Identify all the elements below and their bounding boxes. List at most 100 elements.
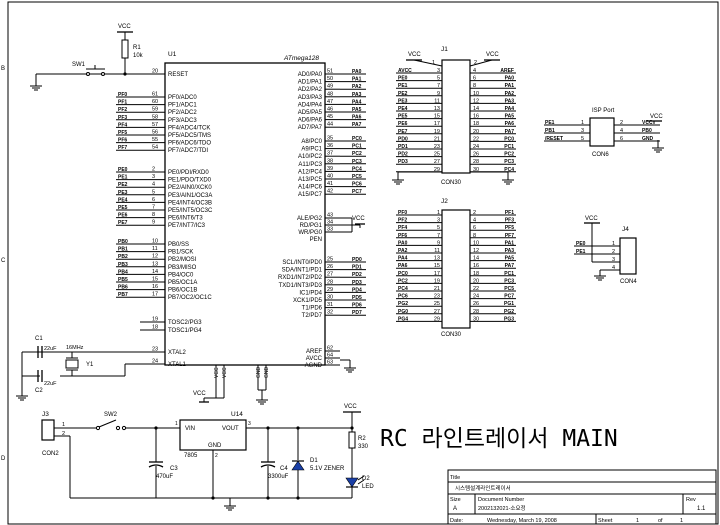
c4-value: 3300uF <box>268 474 289 480</box>
connector-right-pin-number: 24 <box>473 294 479 300</box>
u1-right-pin-number: 36 <box>327 143 333 149</box>
u1-left-net-label: PB3 <box>118 262 128 268</box>
sw1-contact-b <box>101 72 105 76</box>
u1-left-pin-name: RESET <box>168 72 188 78</box>
connector-right-pin-number: 28 <box>473 159 479 165</box>
j2-ref: J2 <box>441 198 448 205</box>
connector-left-pin-number: 5 <box>437 225 440 231</box>
u1-right-pin-name: AD2/PA2 <box>298 87 323 93</box>
u1-left-net-label: PF2 <box>118 107 127 113</box>
connector-right-pin-number: 18 <box>473 271 479 277</box>
u1-right-net-label: PD7 <box>352 310 362 316</box>
d1-zener-icon <box>291 460 305 471</box>
row-marker-c: C <box>1 258 6 264</box>
power-supply: J3 CON2 1 2 SW2 C3 470uF U14 VIN VOUT GN… <box>41 404 374 511</box>
connector-left-net: PE2 <box>398 91 408 97</box>
u1-body <box>164 62 326 366</box>
u1-right-pin-name: AREF <box>306 349 322 355</box>
connector-left-pin-number: 11 <box>434 248 440 254</box>
connector-left-pin-number: 15 <box>434 114 440 120</box>
connector-left-net: PD1 <box>398 144 408 150</box>
u1-left-pin-name: PB3/MISO <box>168 265 197 271</box>
connector-left-net: PC6 <box>398 294 408 300</box>
u1-right-pin-number: 29 <box>327 287 333 293</box>
u1-left-pin-name: PE0/PDI/RXD0 <box>168 170 209 176</box>
d1-ref: D1 <box>310 458 318 464</box>
d2-ray-2 <box>357 479 365 485</box>
isp-name: CON6 <box>592 152 609 158</box>
isp-right-net: PB0 <box>642 128 652 134</box>
u14-pin3: 3 <box>248 421 251 427</box>
u1-left-pins: 20RESET61PF0/ADC0PF060PF1/ADC1PF159PF2/A… <box>116 69 213 368</box>
reset-circuit: VCC R1 10k SW1 <box>30 24 165 91</box>
u1-left-pin-number: 57 <box>152 122 158 128</box>
u1-right-pin-number: 43 <box>327 213 333 219</box>
u1-left-pin-number: 55 <box>152 137 158 143</box>
d2-ref: D2 <box>362 476 370 482</box>
connector-left-pin-number: 23 <box>434 294 440 300</box>
connector-right-pin-number: 8 <box>473 233 476 239</box>
d2-led-icon <box>345 477 359 488</box>
u1-bottom-gnd-b: GND <box>264 367 270 379</box>
connector-left-net: PE1 <box>398 83 408 89</box>
connector-right-pin-number: 12 <box>473 248 479 254</box>
reset-junction <box>123 72 127 76</box>
u1-left-pin-name: PF3/ADC3 <box>168 118 197 124</box>
isp-right-pin-number: 2 <box>620 120 623 126</box>
connector-right-net: PG3 <box>504 316 514 322</box>
connector-left-net: PE3 <box>398 98 408 104</box>
u1-right-net-label: PA2 <box>352 84 362 90</box>
tb-docnum-label: Document Number <box>478 497 524 503</box>
connector-right-net: PA6 <box>505 121 515 127</box>
connector-right-net: PA0 <box>505 76 515 82</box>
j4-body <box>619 237 637 275</box>
u1-right-net-label: PA6 <box>352 115 362 121</box>
j1-pin1: 1 <box>432 60 435 66</box>
c1-ref: C1 <box>35 336 43 342</box>
u1-right-pin-name: SDA/INT1/PD1 <box>282 268 323 274</box>
connector-left-net: PE7 <box>398 129 408 135</box>
u1-part-name: ATmega128 <box>283 55 319 62</box>
connector-right-pin-number: 22 <box>473 136 479 142</box>
connector-left-net: PA4 <box>398 256 408 262</box>
connector-right-net: PC1 <box>504 271 514 277</box>
u1-right-pin-name: A13/PC5 <box>298 177 323 183</box>
j3-name: CON2 <box>42 451 59 457</box>
u1-left-pin-name: XTAL1 <box>168 362 187 368</box>
connector-left-pin-number: 3 <box>437 218 440 224</box>
u1-right-pin-name: A10/PC2 <box>298 154 323 160</box>
u1-right-net-label: PC5 <box>352 174 362 180</box>
u1-right-pin-number: 40 <box>327 174 333 180</box>
connector-right-pin-number: 2 <box>473 210 476 216</box>
c2-value: 22uF <box>44 381 57 387</box>
connector-left-net: PC4 <box>398 286 408 292</box>
connector-left-pin-number: 21 <box>434 136 440 142</box>
u1-left-net-label: PF1 <box>118 100 127 106</box>
title-block: Title 시스템설계라인트레이서 Size A Document Number… <box>447 469 717 525</box>
u1-right-pin-number: 32 <box>327 310 333 316</box>
u1-right-net-label: PA5 <box>352 107 362 113</box>
r2-value: 330 <box>358 444 369 450</box>
u1-right-net-label: PD0 <box>352 257 362 263</box>
u1-right-pin-number: 51 <box>327 69 333 75</box>
u1-left-pin-number: 16 <box>152 284 158 290</box>
c4-ref: C4 <box>280 466 288 472</box>
u1-left-pin-name: PF1/ADC1 <box>168 103 197 109</box>
isp-left-net: PB1 <box>545 128 555 134</box>
u1-right-pin-name: ALE/PG2 <box>297 216 323 222</box>
u1-left-pin-number: 6 <box>152 197 155 203</box>
u1-right-net-label: PC0 <box>352 136 362 142</box>
connector-right-pin-number: 16 <box>473 263 479 269</box>
u1-right-net-label: PC3 <box>352 159 362 165</box>
sw2-contact-c <box>121 425 127 431</box>
connector-right-pin-number: 16 <box>473 114 479 120</box>
u1-left-pin-name: TOSC1/PG4 <box>168 328 202 334</box>
u1-right-pin-name: AD5/PA5 <box>298 110 323 116</box>
u1-right-net-label: PD4 <box>352 287 362 293</box>
isp-left-pin-number: 3 <box>581 128 584 134</box>
tb-sheet-total: 1 <box>680 518 683 524</box>
